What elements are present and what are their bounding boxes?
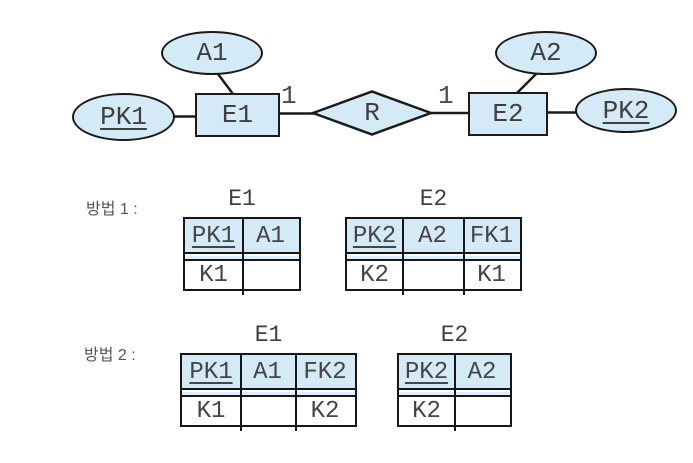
column-divider (242, 219, 244, 295)
method1-table-e2-title: E2 (419, 186, 448, 212)
a2-label: A2 (530, 38, 562, 68)
e2-label: E2 (492, 99, 524, 129)
method1-label: 방법 1 : (86, 201, 138, 218)
body-cell-empty (240, 397, 295, 425)
method2-table-e2-title: E2 (440, 322, 469, 348)
attribute-ellipse-a1: A1 (161, 31, 263, 75)
relationship-r-label: R (364, 98, 380, 128)
header-cell-a1: A1 (256, 223, 285, 250)
method1-table-e1-title: E1 (228, 186, 256, 212)
header-band (182, 355, 355, 390)
body-cell-k1: K1 (477, 261, 506, 289)
relationship-r-diamond (309, 90, 435, 136)
e1-label: E1 (221, 100, 254, 130)
entity-box-e1: E1 (195, 93, 280, 137)
column-divider (240, 355, 242, 431)
header-cell-fk1: FK1 (469, 223, 514, 250)
cardinality-label-left: 1 (281, 81, 297, 111)
header-cell-pk1: PK1 (191, 223, 236, 250)
header-cell-pk2: PK2 (404, 359, 449, 386)
column-divider (402, 219, 404, 295)
header-cell-a1: A1 (253, 359, 282, 386)
method1-table-e1: PK1 A1 K1 (183, 217, 301, 295)
entity-box-e2: E2 (468, 92, 548, 136)
cardinality-label-right: 1 (438, 81, 454, 111)
body-cell-k2: K2 (310, 397, 340, 425)
header-band (347, 219, 520, 254)
pk2-label: PK2 (602, 95, 650, 126)
line-a2-e2 (515, 72, 538, 95)
a1-label: A1 (196, 38, 228, 68)
line-a1-e1 (217, 73, 234, 95)
body-cell-empty (454, 397, 510, 425)
body-cell-k2: K2 (360, 261, 389, 289)
column-divider (295, 355, 297, 431)
body-cell-k2: K2 (412, 397, 441, 425)
pk1-label: PK1 (100, 102, 147, 132)
method2-table-e1: PK1 A1 FK2 K1 K2 (180, 353, 357, 431)
header-cell-pk2: PK2 (352, 223, 397, 250)
header-cell-a2: A2 (467, 359, 497, 386)
method2-label: 방법 2 : (84, 347, 136, 364)
header-cell-pk1: PK1 (189, 359, 233, 386)
method2-table-e1-title: E1 (254, 322, 283, 348)
attribute-ellipse-pk1: PK1 (72, 93, 175, 141)
body-cell-k1: K1 (199, 261, 228, 289)
column-divider (463, 219, 465, 295)
body-cell-k1: K1 (196, 397, 226, 425)
double-line-separator (182, 392, 355, 397)
body-cell-empty (402, 261, 463, 289)
column-divider (454, 355, 456, 431)
method2-table-e2: PK2 A2 K2 (397, 353, 512, 431)
attribute-ellipse-pk2: PK2 (575, 88, 677, 133)
header-cell-a2: A2 (418, 223, 447, 250)
er-connector-lines (172, 72, 578, 136)
method1-table-e2: PK2 A2 FK1 K2 K1 (345, 217, 522, 295)
attribute-ellipse-a2: A2 (495, 31, 597, 75)
header-cell-fk2: FK2 (303, 359, 347, 386)
double-line-separator (347, 256, 520, 261)
body-cell-empty (242, 261, 299, 289)
